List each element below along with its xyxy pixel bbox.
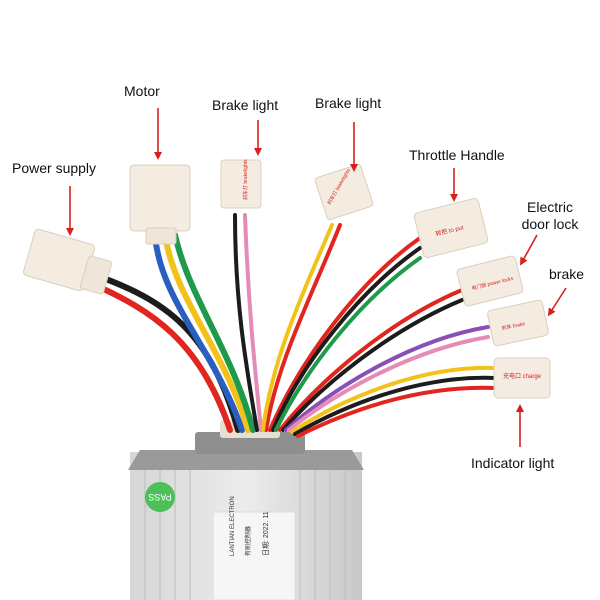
connector-motor: [129, 164, 191, 245]
wire-doorlock-black: [281, 298, 464, 432]
connector-throttle: 转把 to put: [413, 198, 489, 258]
wire-motor-green: [172, 232, 256, 433]
wire-brake-pink: [287, 335, 490, 432]
wire-charge-black: [293, 375, 497, 436]
connector-tag-brake-light-1: 刹车灯 brakelights: [242, 159, 249, 200]
wire-charge-yellow: [290, 365, 497, 434]
wire-power-red: [92, 282, 233, 433]
label-indicator-light: Indicator light: [471, 455, 555, 471]
label-throttle-handle: Throttle Handle: [409, 147, 505, 163]
label-brake-light-2: Brake light: [315, 95, 382, 111]
pass-badge-text: PASS: [148, 492, 171, 502]
connector-brake-light-1: 刹车灯 brakelights: [220, 159, 262, 209]
wire-brakelight1-black: [233, 213, 259, 432]
plate-line-3: 日期: 2022. 11: [262, 511, 270, 556]
plate-line-2: 有刷控制器: [244, 526, 252, 556]
label-brake-light-1: Brake light: [212, 97, 279, 113]
arrow-brake: [547, 287, 567, 317]
wire-motor-blue: [152, 232, 245, 433]
wire-throttle-black: [271, 246, 422, 432]
label-brake: brake: [549, 266, 585, 282]
connector-power-supply: [23, 228, 113, 295]
connector-brake: 刹车 brake: [487, 299, 549, 347]
label-electric-door-lock: Electric door lock: [521, 199, 579, 232]
label-motor: Motor: [124, 83, 160, 99]
pass-badge: PASS: [145, 482, 175, 512]
callout-arrows: [66, 108, 567, 447]
plate-line-1: LANTIAN ELECTRON: [230, 496, 236, 556]
wire-motor-yellow: [162, 232, 251, 433]
controller-label-plate: LANTIAN ELECTRON 有刷控制器 日期: 2022. 11: [212, 496, 296, 600]
connector-brake-light-2: 刹车灯 brakelights: [314, 163, 374, 221]
arrow-door-lock: [520, 234, 538, 266]
wire-brake-purple: [284, 325, 490, 432]
wire-brakelight2-yellow: [261, 223, 334, 432]
wire-bundle: [92, 213, 497, 438]
connector-tag-brake: 刹车 brake: [501, 320, 526, 332]
wire-brakelight2-red: [264, 223, 342, 432]
connector-tag-charge: 充电口 charge: [503, 372, 542, 380]
connector-charge: 充电口 charge: [493, 357, 551, 399]
connector-door-lock: 电门锁 power locks: [456, 255, 524, 307]
wire-throttle-red: [268, 236, 422, 432]
wire-brakelight1-pink: [243, 213, 263, 432]
wire-throttle-green: [274, 256, 422, 432]
wire-charge-red: [296, 385, 497, 438]
wire-doorlock-red: [278, 288, 464, 432]
label-power-supply: Power supply: [12, 160, 97, 176]
